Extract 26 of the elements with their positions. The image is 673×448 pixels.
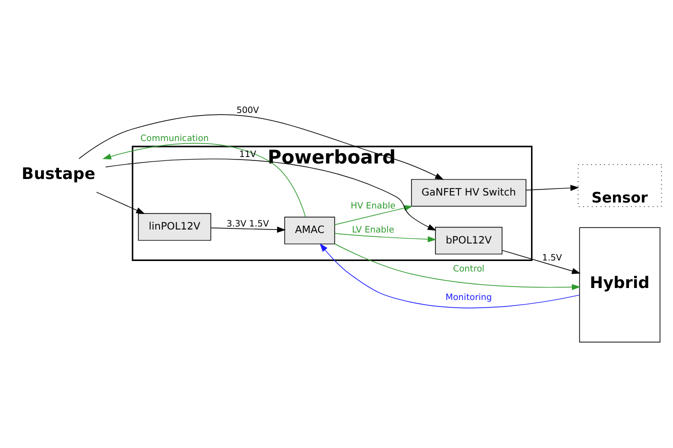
node-box: AMAC	[284, 216, 336, 244]
edge-label: Control	[453, 264, 484, 275]
node-box: linPOL12V	[138, 213, 212, 241]
edge-label: 11V	[239, 150, 256, 160]
node-text: Bustape	[22, 164, 96, 183]
edge-label: Monitoring	[445, 292, 492, 303]
node-box: Hybrid	[579, 227, 660, 342]
arrow	[210, 226, 286, 233]
arrow	[502, 250, 581, 274]
arrow	[334, 244, 581, 290]
arrow	[96, 192, 145, 214]
arrow	[526, 184, 580, 191]
arrow	[102, 142, 306, 218]
edge-label: Communication	[140, 134, 209, 144]
edge-label: 500V	[236, 106, 260, 116]
arrow	[78, 114, 444, 180]
node-box: Sensor	[578, 164, 662, 207]
edge-label: 3.3V 1.5V	[226, 220, 269, 230]
arrow	[105, 158, 436, 231]
arrow	[320, 243, 580, 308]
edge-label: HV Enable	[350, 201, 396, 212]
node-box: bPOL12V	[435, 226, 502, 254]
edge-label: LV Enable	[352, 225, 394, 236]
node-box: GaNFET HV Switch	[411, 179, 526, 207]
edge-label: 1.5V	[542, 254, 562, 264]
arrow	[334, 233, 436, 242]
